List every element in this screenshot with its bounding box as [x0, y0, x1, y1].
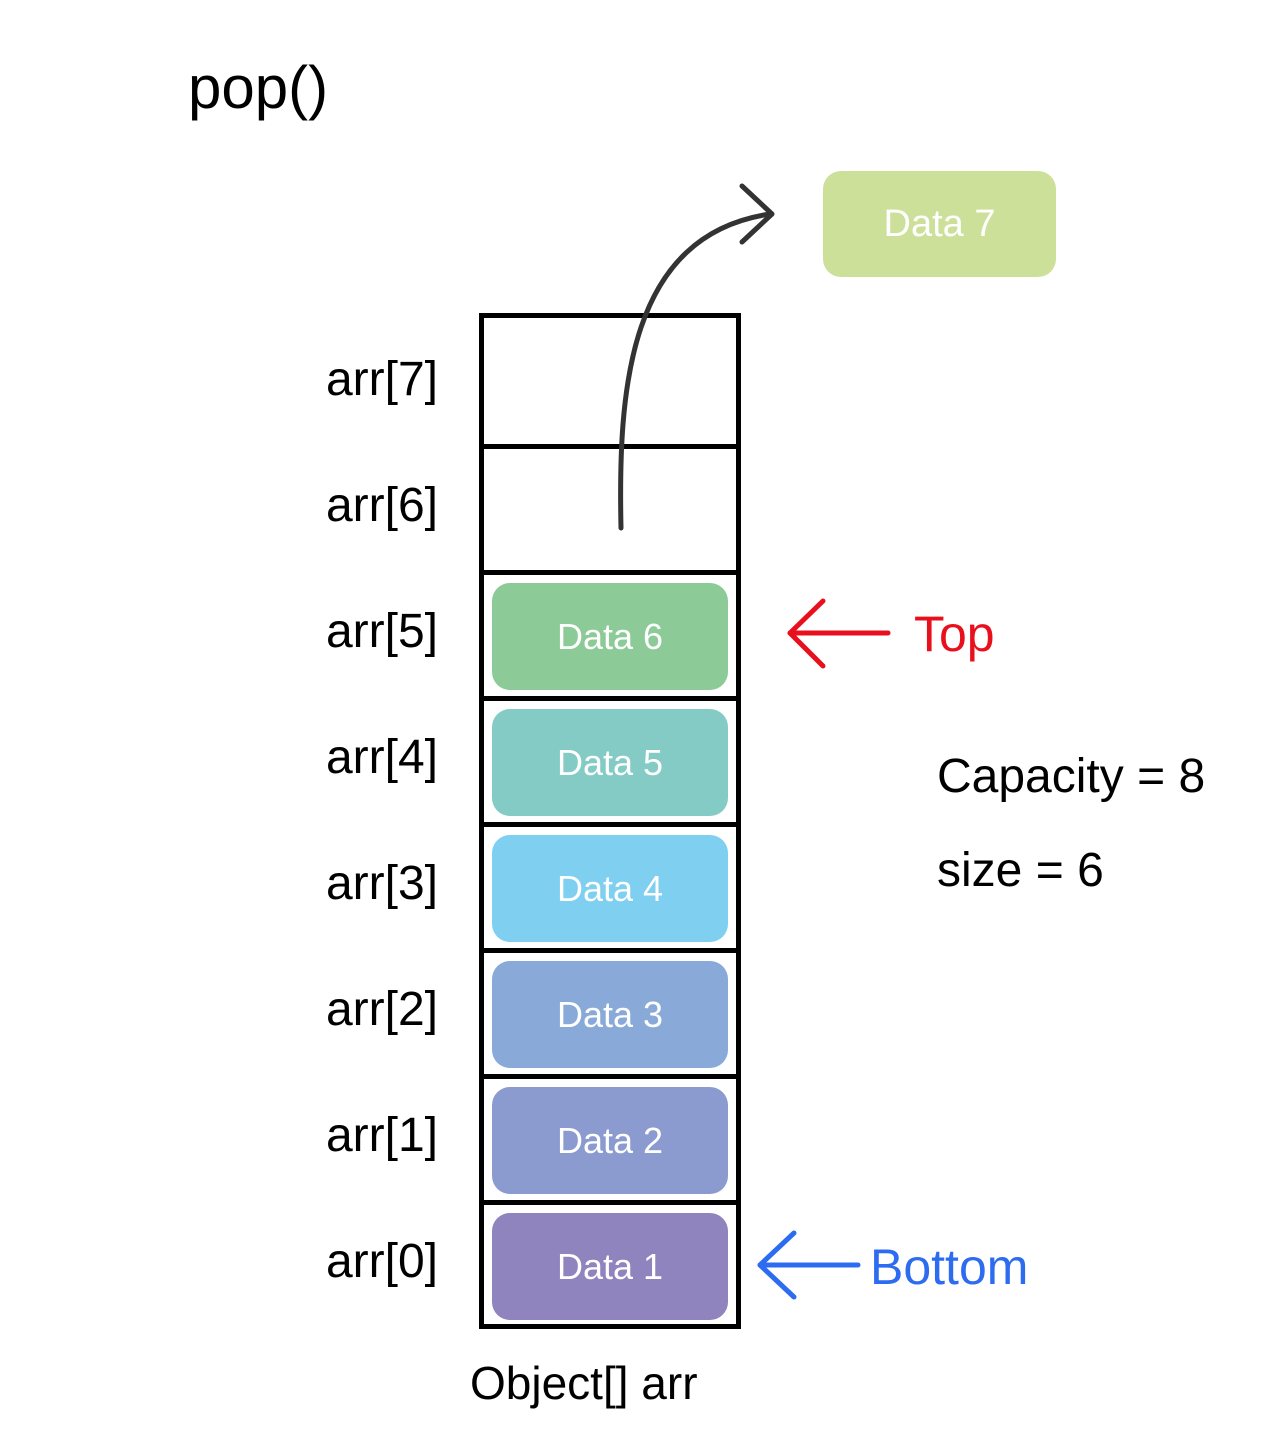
popped-data-block: Data 7	[823, 171, 1056, 277]
bottom-pointer-label: Bottom	[870, 1239, 1029, 1295]
index-label-arr1: arr[1]	[325, 1109, 438, 1162]
capacity-label: Capacity = 8	[937, 750, 1206, 803]
top-arrow-icon	[787, 598, 891, 669]
diagram-title: pop()	[188, 54, 329, 121]
array-slot-0: Data 1	[484, 1200, 736, 1326]
bottom-arrow-icon	[757, 1230, 861, 1300]
data-block-label: Data 2	[556, 1119, 664, 1161]
data-block-label: Data 5	[556, 741, 664, 783]
index-label-arr2: arr[2]	[325, 983, 438, 1036]
data-block-5: Data 5	[492, 709, 728, 816]
data-block-6: Data 6	[492, 583, 728, 690]
top-pointer-label: Top	[914, 606, 995, 662]
index-label-arr5: arr[5]	[325, 605, 438, 658]
data-block-label: Data 1	[556, 1245, 664, 1287]
pop-arrow	[618, 183, 775, 531]
index-label-arr4: arr[4]	[325, 731, 438, 784]
index-label-arr0: arr[0]	[325, 1235, 438, 1288]
data-block-3: Data 3	[492, 961, 728, 1068]
array-slot-4: Data 5	[484, 696, 736, 822]
index-label-arr7: arr[7]	[325, 353, 438, 406]
index-label-arr6: arr[6]	[325, 479, 438, 532]
data-block-2: Data 2	[492, 1087, 728, 1194]
data-block-label: Data 4	[556, 867, 664, 909]
data-block-1: Data 1	[492, 1213, 728, 1320]
array-slot-2: Data 3	[484, 948, 736, 1074]
index-label-arr3: arr[3]	[325, 857, 438, 910]
popped-data-label: Data 7	[883, 202, 996, 245]
array-slot-6	[484, 444, 736, 570]
array-slot-1: Data 2	[484, 1074, 736, 1200]
stack-array: Data 6 Data 5 Data 4 Data 3 Data 2 Data …	[479, 313, 741, 1329]
data-block-label: Data 3	[556, 993, 664, 1035]
array-caption: Object[] arr	[470, 1357, 698, 1409]
array-slot-5: Data 6	[484, 570, 736, 696]
array-slot-3: Data 4	[484, 822, 736, 948]
size-label: size = 6	[937, 844, 1104, 897]
data-block-label: Data 6	[556, 615, 664, 657]
data-block-4: Data 4	[492, 835, 728, 942]
